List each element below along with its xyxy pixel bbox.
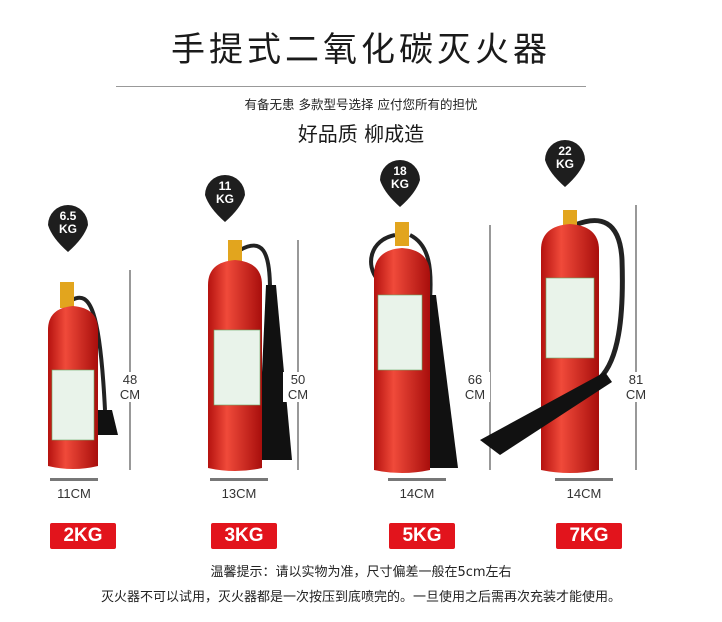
- extinguisher-2kg: [48, 282, 118, 469]
- capacity-badge-4: 7KG: [556, 523, 622, 549]
- page-title: 手提式二氧化碳灭火器: [171, 30, 551, 70]
- width-label-2: 13CM: [221, 486, 257, 501]
- size-tip: 温馨提示：请以实物为准，尺寸偏差一般在5cm左右: [210, 565, 512, 580]
- height-label-2: 50 CM: [283, 372, 313, 402]
- capacity-badge-3: 5KG: [389, 523, 455, 549]
- height-label-4: 81 CM: [621, 372, 651, 402]
- capacity-badge-2: 3KG: [211, 523, 277, 549]
- width-label-1: 11CM: [57, 486, 91, 501]
- subtitle: 有备无患 多款型号选择 应付您所有的担忧: [244, 97, 478, 112]
- weight-tag-3: 18 KG: [391, 164, 409, 191]
- extinguisher-3kg: [208, 240, 292, 471]
- weight-markers: [48, 140, 585, 252]
- usage-warning: 灭火器不可以试用，灭火器都是一次按压到底喷完的。一旦使用之后需再次充装才能使用。: [100, 590, 621, 605]
- height-label-3: 66 CM: [460, 372, 490, 402]
- weight-tag-2: 11 KG: [216, 179, 234, 206]
- width-label-4: 14CM: [566, 486, 602, 501]
- extinguisher-5kg: [369, 222, 458, 473]
- divider: [116, 86, 586, 87]
- slogan: 好品质 柳成造: [297, 122, 425, 146]
- width-label-3: 14CM: [399, 486, 435, 501]
- height-label-1: 48 CM: [115, 372, 145, 402]
- extinguisher-7kg: [480, 210, 625, 473]
- weight-tag-1: 6.5 KG: [59, 209, 77, 236]
- weight-tag-4: 22 KG: [556, 144, 574, 171]
- capacity-badge-1: 2KG: [50, 523, 116, 549]
